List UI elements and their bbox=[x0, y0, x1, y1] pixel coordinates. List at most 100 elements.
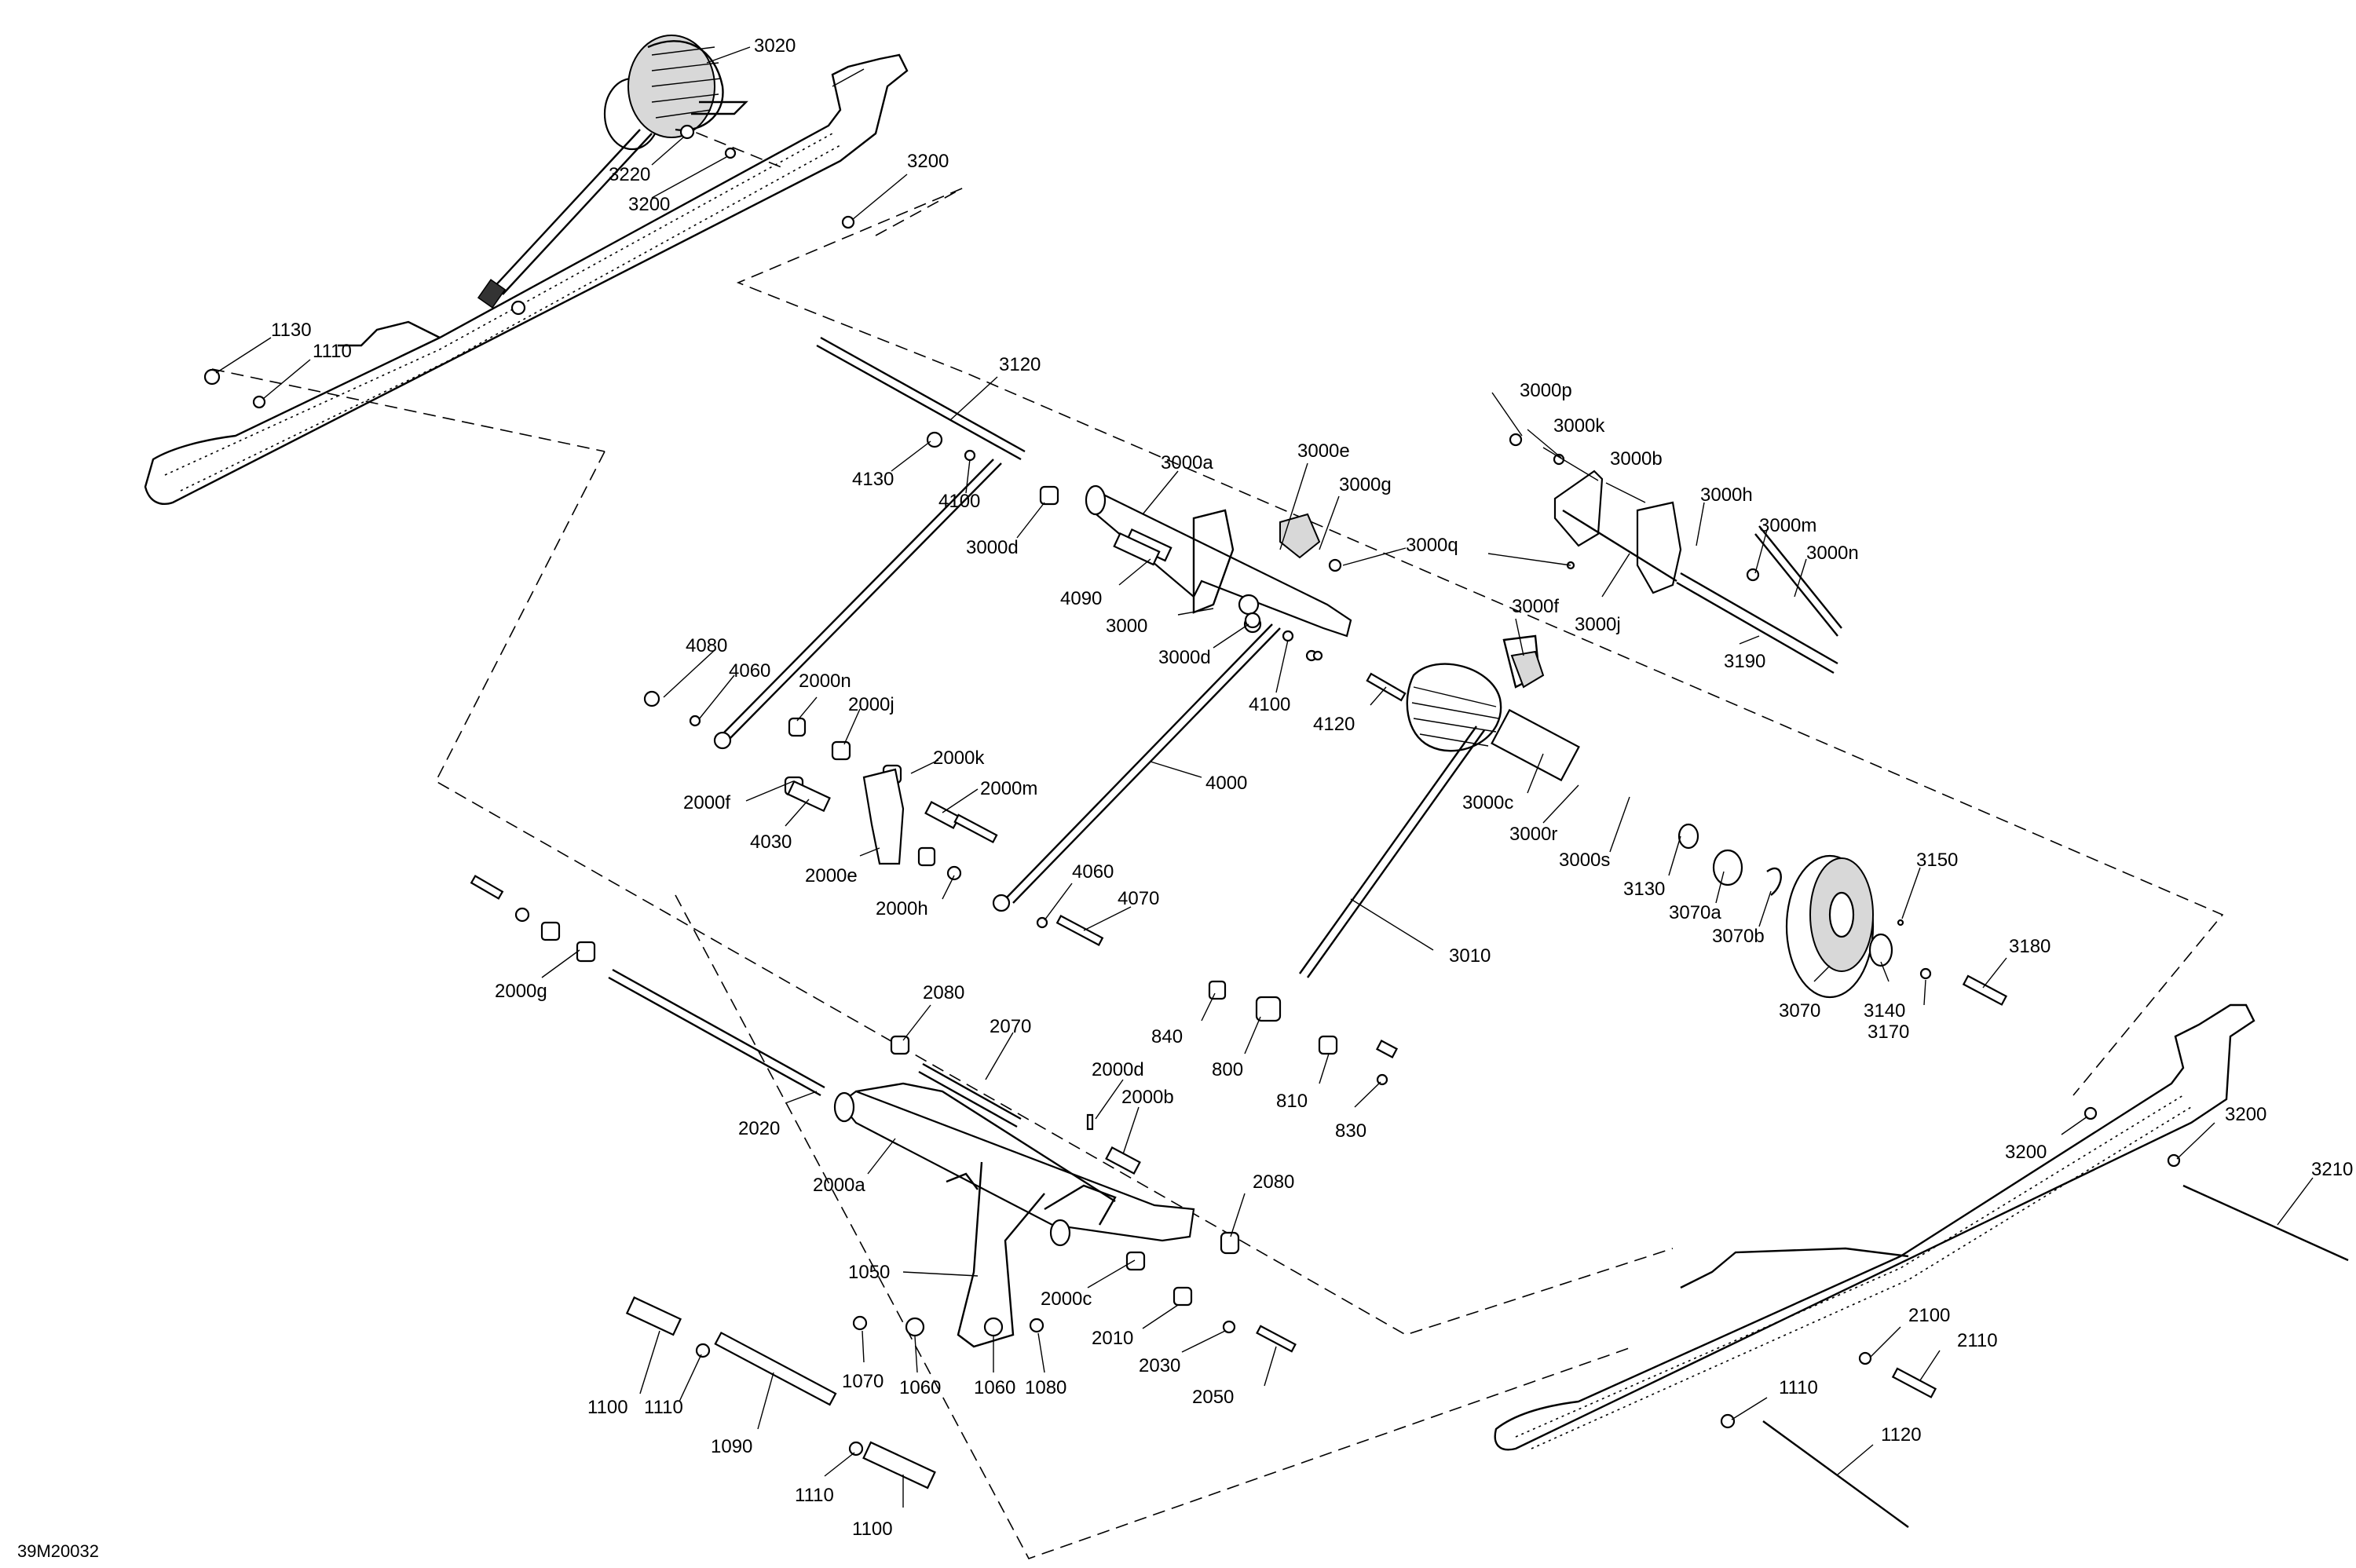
callout-800: 800 bbox=[1212, 1059, 1243, 1080]
callout-4100: 4100 bbox=[938, 491, 980, 512]
callout-2080: 2080 bbox=[923, 982, 964, 1003]
callout-4130: 4130 bbox=[852, 469, 894, 490]
callout-2000b: 2000b bbox=[1121, 1087, 1174, 1108]
callout-3200: 3200 bbox=[2005, 1142, 2047, 1163]
callout-2000j: 2000j bbox=[848, 694, 894, 715]
callout-4070: 4070 bbox=[1118, 888, 1159, 909]
callout-3000n: 3000n bbox=[1806, 543, 1859, 564]
callout-830: 830 bbox=[1335, 1120, 1366, 1142]
callout-4030: 4030 bbox=[750, 832, 792, 853]
shafts bbox=[608, 336, 2349, 1528]
callout-4100: 4100 bbox=[1249, 694, 1290, 715]
callout-3000d: 3000d bbox=[966, 537, 1019, 558]
callout-2000a: 2000a bbox=[813, 1175, 865, 1196]
callout-4120: 4120 bbox=[1313, 714, 1355, 735]
callout-4090: 4090 bbox=[1060, 588, 1102, 609]
callout-3200: 3200 bbox=[907, 151, 949, 172]
callout-2030: 2030 bbox=[1139, 1355, 1180, 1376]
callout-1110: 1110 bbox=[644, 1397, 683, 1418]
callout-2020: 2020 bbox=[738, 1118, 780, 1139]
callout-1100: 1100 bbox=[587, 1397, 628, 1418]
callout-2000e: 2000e bbox=[805, 865, 858, 886]
callout-3000q: 3000q bbox=[1406, 535, 1458, 556]
callout-4080: 4080 bbox=[686, 635, 727, 656]
callout-1090: 1090 bbox=[711, 1436, 752, 1457]
callout-1060: 1060 bbox=[974, 1377, 1015, 1398]
callout-2000m: 2000m bbox=[980, 778, 1037, 799]
callout-2000k: 2000k bbox=[933, 747, 985, 769]
callout-2000h: 2000h bbox=[876, 898, 928, 919]
callout-1070: 1070 bbox=[842, 1371, 884, 1392]
torsion-spring bbox=[1406, 634, 1580, 782]
callout-1110: 1110 bbox=[1779, 1377, 1818, 1398]
callout-2000c: 2000c bbox=[1041, 1288, 1092, 1310]
callout-1130: 1130 bbox=[271, 320, 312, 341]
callout-3000b: 3000b bbox=[1610, 448, 1663, 470]
callout-3070a: 3070a bbox=[1669, 902, 1721, 923]
callout-2010: 2010 bbox=[1092, 1328, 1133, 1349]
callout-1060: 1060 bbox=[899, 1377, 941, 1398]
callout-3220: 3220 bbox=[609, 164, 650, 185]
callout-3000j: 3000j bbox=[1575, 614, 1621, 635]
callout-3000d: 3000d bbox=[1158, 647, 1211, 668]
callout-2070: 2070 bbox=[990, 1016, 1031, 1037]
callout-3000k: 3000k bbox=[1553, 415, 1605, 437]
callout-3070b: 3070b bbox=[1712, 926, 1765, 947]
callout-2050: 2050 bbox=[1192, 1387, 1234, 1408]
callout-1120: 1120 bbox=[1881, 1424, 1922, 1446]
callout-3000h: 3000h bbox=[1700, 484, 1753, 506]
callout-3120: 3120 bbox=[999, 354, 1041, 375]
callout-810: 810 bbox=[1276, 1091, 1308, 1112]
callout-3180: 3180 bbox=[2009, 936, 2051, 957]
callout-1110: 1110 bbox=[795, 1485, 834, 1506]
callout-3000s: 3000s bbox=[1559, 850, 1610, 871]
callout-3020: 3020 bbox=[754, 35, 796, 57]
callout-3200: 3200 bbox=[2225, 1104, 2266, 1125]
leader-lines bbox=[215, 46, 2314, 1508]
brackets bbox=[1553, 470, 1682, 594]
idler-wheel bbox=[1677, 823, 1893, 999]
callout-3000a: 3000a bbox=[1161, 452, 1213, 473]
hardware bbox=[203, 124, 2181, 1489]
callout-1110: 1110 bbox=[313, 341, 352, 362]
assembly-boundary-lines bbox=[211, 117, 2224, 1559]
callout-3000f: 3000f bbox=[1512, 596, 1559, 617]
callout-3210: 3210 bbox=[2311, 1159, 2353, 1180]
callout-3200: 3200 bbox=[628, 194, 670, 215]
callout-2000d: 2000d bbox=[1092, 1059, 1144, 1080]
pivot-arm-assembly bbox=[1085, 484, 1352, 638]
callout-2110: 2110 bbox=[1957, 1330, 1998, 1351]
part-callouts: 3020 3220 3200 3200 1130 1110 3120 4130 … bbox=[271, 35, 2353, 1540]
callout-2000f: 2000f bbox=[683, 792, 730, 813]
callout-2080: 2080 bbox=[1253, 1171, 1294, 1193]
callout-1100: 1100 bbox=[852, 1519, 893, 1540]
callout-3190: 3190 bbox=[1724, 651, 1765, 672]
callout-4000: 4000 bbox=[1205, 773, 1247, 794]
callout-3000r: 3000r bbox=[1509, 824, 1557, 845]
swing-arm-assembly bbox=[833, 1082, 1195, 1348]
callout-3170: 3170 bbox=[1868, 1022, 1909, 1043]
callout-3150: 3150 bbox=[1916, 850, 1958, 871]
callout-4060: 4060 bbox=[729, 660, 770, 682]
callout-3000c: 3000c bbox=[1462, 792, 1513, 813]
callout-3000m: 3000m bbox=[1759, 515, 1816, 536]
callout-3000: 3000 bbox=[1106, 616, 1147, 637]
callout-3000g: 3000g bbox=[1339, 474, 1392, 495]
callout-3010: 3010 bbox=[1449, 945, 1491, 967]
left-rail bbox=[144, 35, 909, 505]
callout-840: 840 bbox=[1151, 1026, 1183, 1047]
callout-3070: 3070 bbox=[1779, 1000, 1820, 1022]
callout-3140: 3140 bbox=[1864, 1000, 1905, 1022]
callout-1050: 1050 bbox=[848, 1262, 890, 1283]
right-rail bbox=[1494, 1003, 2255, 1451]
callout-3000p: 3000p bbox=[1520, 380, 1572, 401]
callout-2000n: 2000n bbox=[799, 671, 851, 692]
callout-1080: 1080 bbox=[1025, 1377, 1066, 1398]
callout-3130: 3130 bbox=[1623, 879, 1665, 900]
callout-2100: 2100 bbox=[1908, 1305, 1950, 1326]
callout-4060: 4060 bbox=[1072, 861, 1114, 883]
drawing-id: 39M20032 bbox=[17, 1541, 99, 1561]
callout-2000g: 2000g bbox=[495, 981, 547, 1002]
callout-3000e: 3000e bbox=[1297, 440, 1350, 462]
